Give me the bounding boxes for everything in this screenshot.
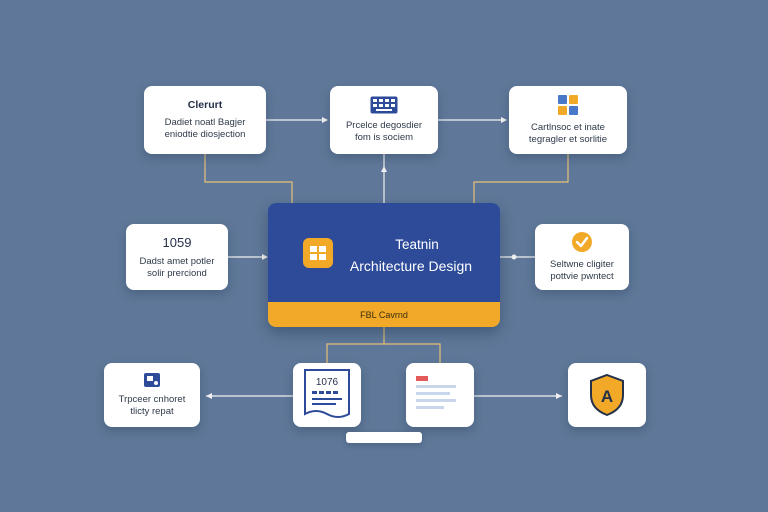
center-footer-bar: FBL Cavrnd <box>268 302 500 327</box>
card-middle-right-line1: Seltwne cligiter <box>550 259 614 270</box>
shield-icon: A <box>590 373 624 417</box>
card-middle-left: 1059 Dadst amet potler solir prerciond <box>126 224 228 290</box>
connector-center-doc <box>326 327 385 363</box>
card-top-left: Clerurt Dadiet noatl Bagjer eniodtie dio… <box>144 86 266 154</box>
card-bottom-left: Trpceer cnhoret tlicty repat <box>104 363 200 427</box>
card-bottom-right: A <box>568 363 646 427</box>
center-title-line2: Architecture Design <box>349 258 473 274</box>
center-architecture-block: Teatnin Architecture Design FBL Cavrnd <box>268 203 500 327</box>
card-top-right: Cartlnsoc et inate tegragler et sorlitie <box>509 86 627 154</box>
card-top-right-line1: Cartlnsoc et inate <box>531 122 605 133</box>
card-top-left-title: Clerurt <box>187 99 223 111</box>
center-title-line1: Teatnin <box>395 237 439 252</box>
card-middle-left-number: 1059 <box>162 234 192 250</box>
card-bottom-document: 1076 <box>293 363 361 427</box>
connector-top-right-center <box>473 154 569 203</box>
arrowhead-bottom-right <box>556 393 562 399</box>
check-icon <box>572 232 592 252</box>
arrowhead-bottom-left <box>206 393 212 399</box>
photo-icon <box>144 373 160 387</box>
document-number: 1076 <box>316 377 339 388</box>
connector-top-left-center <box>204 154 293 203</box>
arrowhead-top-middle <box>322 117 328 123</box>
card-middle-left-line2: solir prerciond <box>147 267 207 279</box>
card-top-middle: Prcelce degosdier fom is sociem <box>330 86 438 154</box>
card-middle-right: Seltwne cligiter pottvie pwntect <box>535 224 629 290</box>
document-tray <box>346 432 422 443</box>
tiles-icon <box>558 95 578 115</box>
card-bottom-left-line1: Trpceer cnhoret <box>118 394 186 405</box>
card-bottom-list <box>406 363 474 427</box>
connector-dot-right <box>511 254 517 260</box>
center-footer-label: FBL Cavrnd <box>360 309 408 320</box>
grid-icon <box>303 238 333 268</box>
arrowhead-top-middle-up <box>381 166 387 172</box>
card-top-right-line2: tegragler et sorlitie <box>528 134 608 145</box>
connector-center-list <box>384 343 441 363</box>
arrowhead-center-left <box>262 254 268 260</box>
card-top-left-line1: Dadiet noatl Bagjer <box>164 117 246 128</box>
list-document-icon <box>416 376 456 409</box>
card-top-middle-line2: fom is sociem <box>354 132 414 143</box>
shield-badge-letter: A <box>601 387 613 406</box>
card-middle-right-line2: pottvie pwntect <box>550 271 614 282</box>
card-top-left-line2: eniodtie diosjection <box>164 129 246 140</box>
document-icon: 1076 <box>304 369 350 418</box>
card-top-middle-line1: Prcelce degosdier <box>345 120 423 131</box>
keyboard-icon <box>370 96 398 114</box>
card-bottom-left-line2: tlicty repat <box>130 406 174 417</box>
card-middle-left-line1: Dadst amet potler <box>139 255 215 267</box>
arrowhead-top-right <box>501 117 507 123</box>
